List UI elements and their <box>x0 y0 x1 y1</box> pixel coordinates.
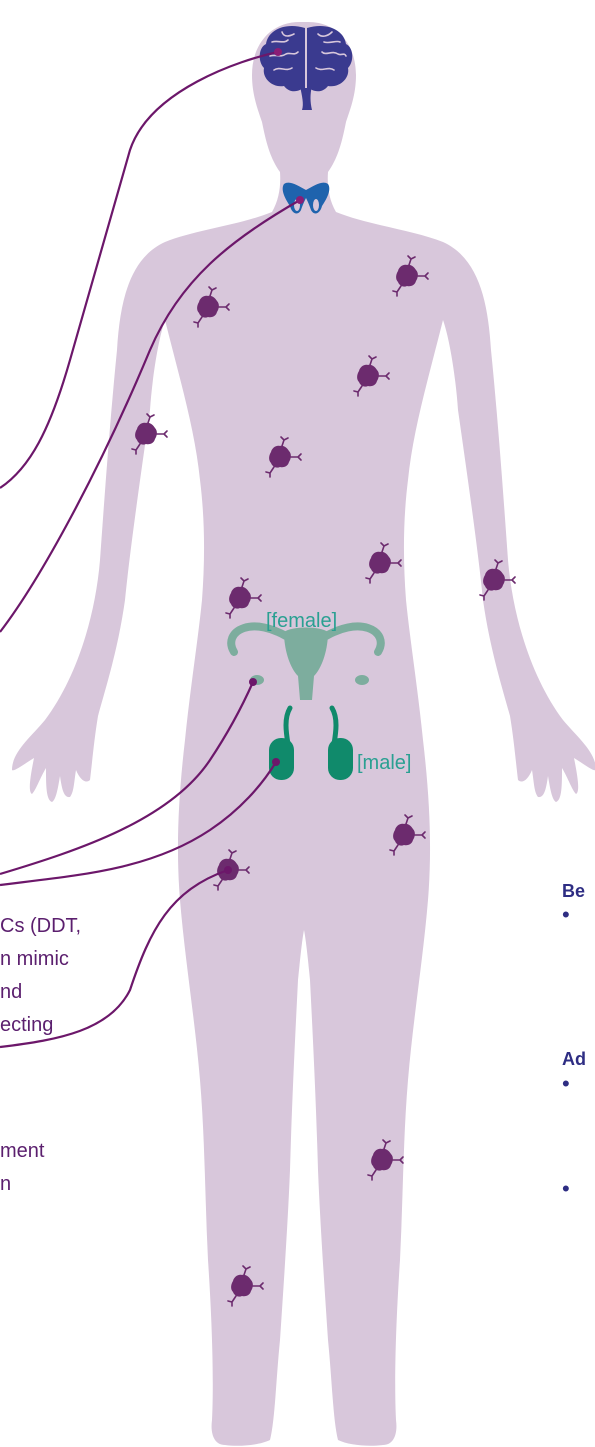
right-bullet: • <box>562 1073 570 1095</box>
left-text-line: n <box>0 1168 44 1201</box>
right-heading-2: Ad <box>562 1050 586 1068</box>
male-label: [male] <box>357 753 411 773</box>
left-text-line: ment <box>0 1135 44 1168</box>
right-bullet: • <box>562 1178 570 1200</box>
right-heading-1: Be <box>562 882 585 900</box>
human-body-silhouette <box>12 22 595 1446</box>
left-text-block: Cs (DDT, n mimic nd ecting <box>0 910 81 1042</box>
female-label: [female] <box>266 611 337 631</box>
left-text-line: ecting <box>0 1009 81 1042</box>
left-text-line: n mimic <box>0 943 81 976</box>
left-text-line: nd <box>0 976 81 1009</box>
right-bullet: • <box>562 904 570 926</box>
left-text-block-2: ment n <box>0 1135 44 1201</box>
left-text-line: Cs (DDT, <box>0 910 81 943</box>
